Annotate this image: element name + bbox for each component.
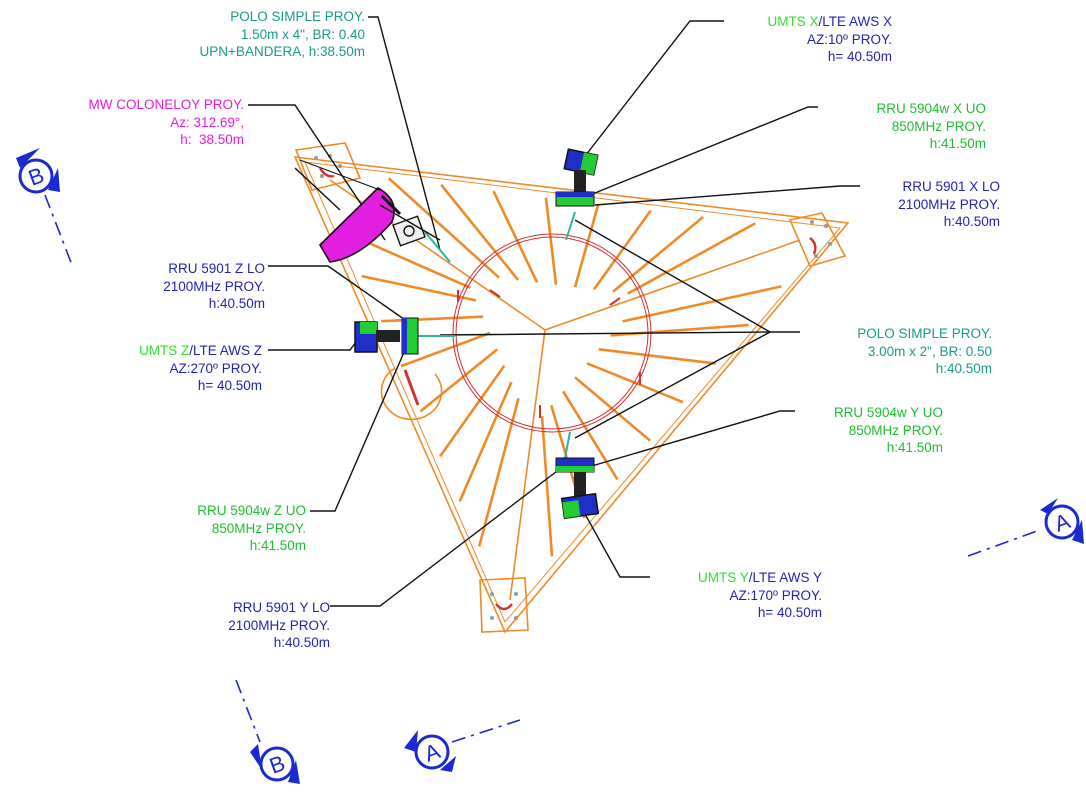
- antenna-umts-x: [563, 148, 599, 192]
- label-line: h= 40.50m: [757, 605, 822, 620]
- label-rru5904-x: RRU 5904w X UO 850MHz PROY. h:41.50m: [800, 100, 986, 153]
- bracing-bar: [540, 416, 554, 557]
- bracing-bar: [612, 215, 704, 293]
- antenna-umts-y: [560, 472, 600, 520]
- label-line: Az: 312.69°,: [170, 114, 244, 130]
- label-line: UMTS Y: [697, 570, 749, 585]
- section-marker-a-right: A: [967, 498, 1084, 557]
- label-rru5901-y: RRU 5901 Y LO 2100MHz PROY. h:40.50m: [168, 599, 330, 652]
- label-line: 850MHz PROY.: [848, 422, 943, 438]
- label-line: UPN+BANDERA, h:38.50m: [199, 44, 365, 59]
- label-line: RRU 5901 X LO: [902, 179, 1000, 194]
- label-line: 2100MHz PROY.: [898, 196, 1000, 212]
- label-line: POLO SIMPLE PROY.: [857, 326, 992, 341]
- label-line: UMTS X: [767, 14, 819, 29]
- label-line: h= 40.50m: [197, 378, 262, 393]
- label-line: h:41.50m: [886, 440, 943, 455]
- label-line: POLO SIMPLE PROY.: [230, 9, 365, 24]
- label-line: RRU 5904w X UO: [876, 101, 986, 116]
- label-rru5904-y: RRU 5904w Y UO 850MHz PROY. h:41.50m: [780, 404, 943, 457]
- climb-hoop: [380, 367, 443, 421]
- bracing-bar: [400, 331, 491, 368]
- label-line: h:40.50m: [208, 296, 265, 311]
- label-line: UMTS Z: [138, 343, 190, 358]
- section-marker-b-left: B: [16, 148, 73, 266]
- bracing-bar: [598, 348, 716, 365]
- label-line: AZ:10º PROY.: [807, 31, 892, 47]
- bracing-bar: [477, 397, 520, 547]
- label-line: RRU 5904w Z UO: [197, 503, 306, 518]
- label-polo-top: POLO SIMPLE PROY. 1.50m x 4", BR: 0.40 U…: [150, 8, 365, 61]
- label-line: MW COLONELOY PROY.: [88, 97, 244, 112]
- rru-z: [401, 317, 419, 355]
- rru-y: [555, 457, 595, 473]
- tower-corner-plates: [294, 142, 847, 633]
- label-umts-z: UMTS Z/LTE AWS Z AZ:270º PROY. h= 40.50m: [75, 342, 262, 395]
- label-line: AZ:170º PROY.: [729, 587, 822, 603]
- bracing-bar: [573, 203, 600, 288]
- label-line: RRU 5904w Y UO: [833, 405, 943, 420]
- label-line: /LTE AWS X: [818, 14, 892, 29]
- label-line: h:41.50m: [929, 136, 986, 151]
- label-polo-right: POLO SIMPLE PROY. 3.00m x 2", BR: 0.50 h…: [800, 325, 992, 378]
- corner-legs: [318, 167, 817, 611]
- section-marker-b-bottom: B: [235, 679, 300, 784]
- label-rru5901-z: RRU 5901 Z LO 2100MHz PROY. h:40.50m: [100, 260, 265, 313]
- section-marker-a-bottom: A: [404, 719, 521, 772]
- bracing-bar: [592, 209, 652, 291]
- label-line: 2100MHz PROY.: [228, 617, 330, 633]
- label-rru5904-z: RRU 5904w Z UO 850MHz PROY. h:41.50m: [140, 502, 306, 555]
- label-line: h: 38.50m: [180, 132, 244, 147]
- label-line: RRU 5901 Y LO: [232, 600, 330, 615]
- label-line: h:40.50m: [273, 635, 330, 650]
- polo-top-bracket: [379, 204, 441, 247]
- bracing-bar: [439, 364, 506, 458]
- bracing-bar: [627, 222, 756, 295]
- mw-dish: [294, 159, 402, 263]
- label-rru5901-x: RRU 5901 X LO 2100MHz PROY. h:40.50m: [840, 178, 1000, 231]
- label-line: AZ:270º PROY.: [169, 360, 262, 376]
- bracing-bar: [387, 177, 500, 279]
- bracing-bar: [381, 315, 484, 323]
- label-line: 850MHz PROY.: [211, 520, 306, 536]
- label-line: 3.00m x 2", BR: 0.50: [867, 343, 992, 359]
- label-line: h:40.50m: [935, 361, 992, 376]
- label-line: 1.50m x 4", BR: 0.40: [240, 26, 365, 42]
- label-line: h= 40.50m: [827, 49, 892, 64]
- rru-x: [555, 191, 595, 207]
- bracing-bar: [440, 183, 520, 281]
- label-line: h:40.50m: [943, 214, 1000, 229]
- bracing-bar: [544, 197, 558, 285]
- label-umts-x: UMTS X/LTE AWS X AZ:10º PROY. h= 40.50m: [700, 13, 892, 66]
- label-line: RRU 5901 Z LO: [168, 261, 265, 276]
- bracing-bar: [492, 190, 539, 283]
- bracing-bar: [419, 348, 499, 413]
- label-umts-y: UMTS Y/LTE AWS Y AZ:170º PROY. h= 40.50m: [640, 569, 822, 622]
- bracing-bar: [586, 362, 684, 404]
- label-line: h:41.50m: [249, 538, 306, 553]
- label-line: 850MHz PROY.: [891, 118, 986, 134]
- mount-arms: [418, 211, 576, 459]
- corner-bolts: [314, 154, 832, 620]
- bracing-bar: [574, 376, 652, 442]
- label-mw: MW COLONELOY PROY. Az: 312.69°, h: 38.50…: [20, 96, 244, 149]
- label-line: /LTE AWS Y: [748, 570, 822, 585]
- leader-lines: [248, 16, 860, 607]
- bracing-bar: [361, 274, 477, 302]
- label-line: 2100MHz PROY.: [163, 278, 265, 294]
- antenna-umts-z: [354, 321, 400, 353]
- bracing-bar: [561, 390, 619, 481]
- bracing-bar: [458, 381, 513, 502]
- label-line: /LTE AWS Z: [189, 343, 262, 358]
